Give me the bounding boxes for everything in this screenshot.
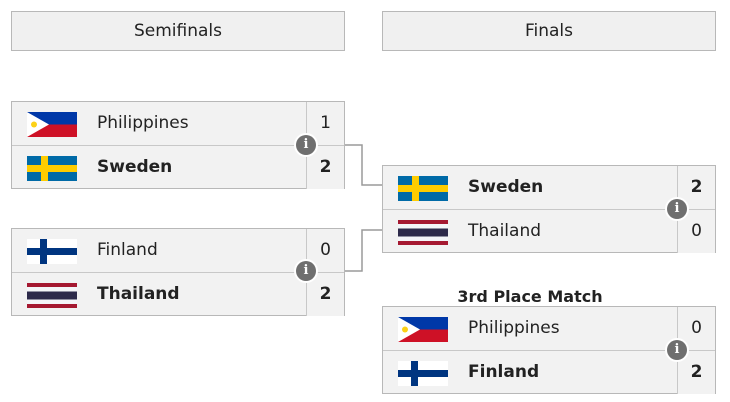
finland-flag-icon <box>27 239 77 264</box>
match-row: Sweden 2 <box>383 166 715 209</box>
thailand-flag-icon <box>398 220 448 245</box>
team-name: Philippines <box>97 113 189 133</box>
match-semifinal-2: Finland 0 Thailand 2 <box>11 228 345 316</box>
team-score: 0 <box>677 210 715 253</box>
info-icon[interactable]: i <box>667 340 687 360</box>
team-name: Sweden <box>97 157 173 177</box>
third-place-label: 3rd Place Match <box>457 287 603 306</box>
finland-flag-icon <box>398 361 448 386</box>
sweden-flag-icon <box>27 156 77 181</box>
match-row: Philippines 0 <box>383 307 715 350</box>
match-final: Sweden 2 Thailand 0 <box>382 165 716 253</box>
info-icon[interactable]: i <box>296 135 316 155</box>
round-header-label: Semifinals <box>133 21 222 41</box>
philippines-flag-icon <box>27 112 77 137</box>
team-name: Finland <box>468 362 540 382</box>
team-name: Thailand <box>468 221 542 241</box>
match-row: Thailand 2 <box>12 272 344 316</box>
team-score: 2 <box>677 351 715 394</box>
team-name: Philippines <box>468 318 560 338</box>
sweden-flag-icon <box>398 176 448 201</box>
round-header-semifinals: Semifinals <box>11 11 345 51</box>
thailand-flag-icon <box>27 283 77 308</box>
team-name: Sweden <box>468 177 544 197</box>
info-icon[interactable]: i <box>296 261 316 281</box>
match-semifinal-1: Philippines 1 Sweden 2 <box>11 101 345 189</box>
round-header-label: Finals <box>524 21 574 41</box>
round-header-finals: Finals <box>382 11 716 51</box>
match-row: Sweden 2 <box>12 145 344 189</box>
philippines-flag-icon <box>398 317 448 342</box>
team-name: Thailand <box>97 284 180 304</box>
info-icon[interactable]: i <box>667 199 687 219</box>
team-score: 2 <box>306 273 344 316</box>
team-name: Finland <box>97 240 158 260</box>
match-row: Thailand 0 <box>383 209 715 253</box>
team-score: 2 <box>306 146 344 189</box>
match-third-place: Philippines 0 Finland 2 <box>382 306 716 394</box>
match-row: Finland 2 <box>383 350 715 394</box>
